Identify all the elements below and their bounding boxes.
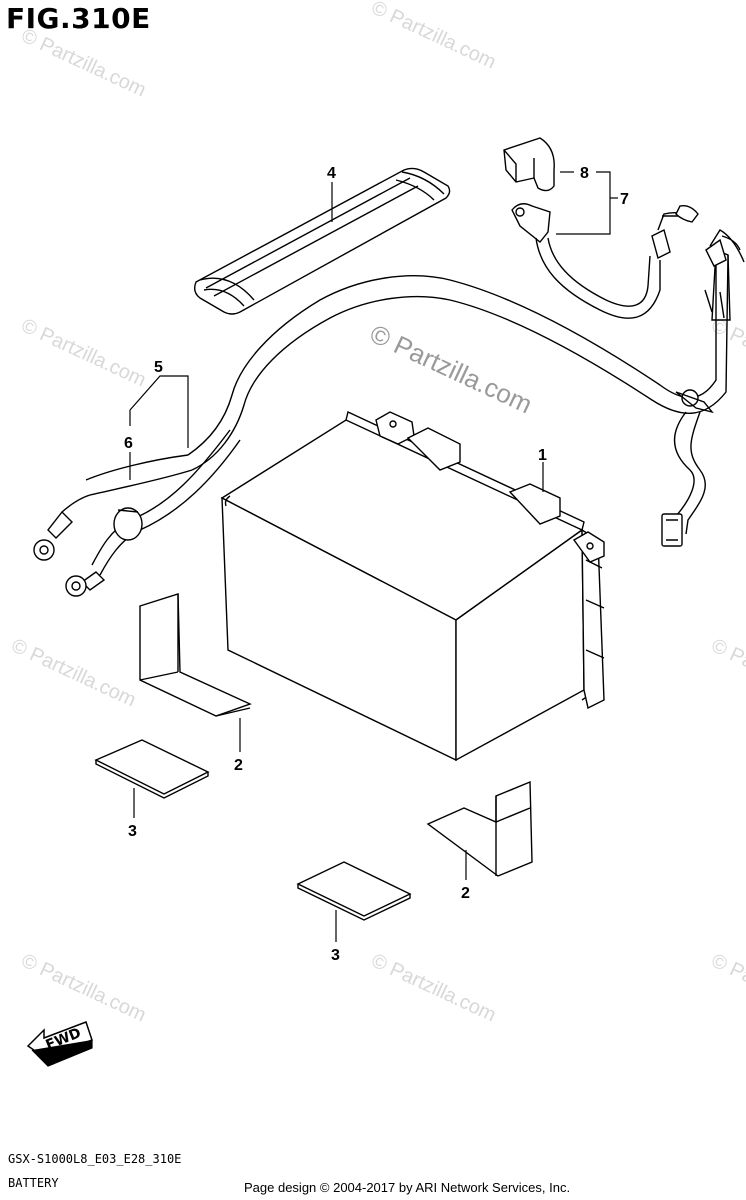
callout-4: 4 [327, 165, 336, 182]
watermark: © Partzilla.com [18, 25, 149, 102]
callout-5: 5 [154, 359, 163, 376]
figure-title: FIG.310E [6, 2, 151, 35]
battery [220, 411, 605, 762]
callout-2: 2 [234, 757, 243, 774]
leader-lines [129, 171, 618, 942]
callout-3: 3 [331, 947, 340, 964]
fwd-arrow-icon: FWD [26, 1021, 93, 1067]
terminal-cable [503, 137, 699, 319]
watermark: © Partzilla.com [368, 0, 499, 73]
callout-8: 8 [580, 165, 589, 182]
watermark: © Partzilla.com [368, 950, 499, 1027]
bracket-left [139, 593, 252, 717]
section-name: BATTERY [8, 1176, 59, 1190]
bracket-right [426, 780, 533, 877]
watermark: © Partzilla.com [708, 950, 746, 1027]
watermark: © Partzilla.com [18, 315, 149, 392]
battery-band [193, 167, 451, 315]
callout-1: 1 [538, 447, 547, 464]
main-harness [33, 229, 745, 597]
pad-center [296, 861, 412, 921]
callout-6: 6 [124, 435, 133, 452]
pad-left [94, 739, 210, 799]
callout-3: 3 [128, 823, 137, 840]
watermark-center: © Partzilla.com [365, 318, 536, 419]
callouts: 1 2 2 3 3 4 5 6 7 8 [124, 165, 629, 964]
watermark: © Partzilla.com [8, 635, 139, 712]
watermark: © Partzilla.com [708, 635, 746, 712]
model-code: GSX-S1000L8_E03_E28_310E [8, 1152, 182, 1166]
page-credit: Page design © 2004-2017 by ARI Network S… [244, 1180, 571, 1195]
callout-7: 7 [620, 191, 629, 208]
callout-2: 2 [461, 885, 470, 902]
watermark: © Partzilla.com [18, 950, 149, 1027]
